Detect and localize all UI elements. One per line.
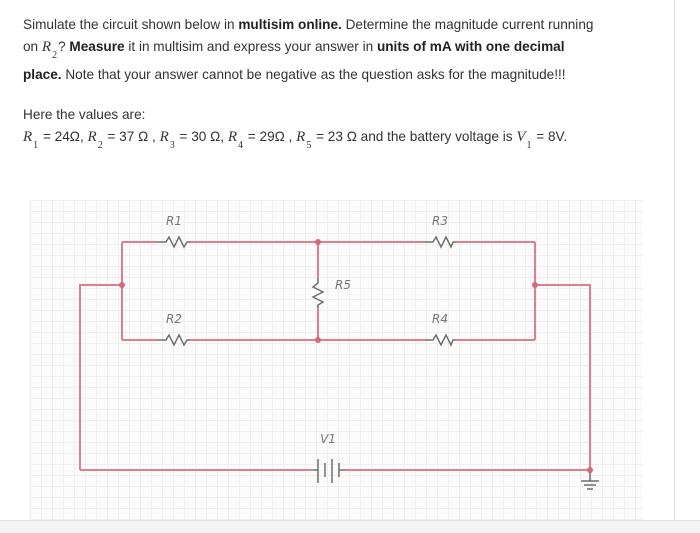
grid-background <box>30 200 642 520</box>
value-text: = 29Ω , <box>244 129 297 144</box>
math-subscript: 1 <box>33 140 39 151</box>
right-divider <box>674 0 675 520</box>
value-r2: R2 = 37 Ω , <box>87 129 160 151</box>
node-ground <box>587 467 593 473</box>
question-text-segment: on <box>23 39 42 54</box>
math-subscript: 5 <box>306 140 312 151</box>
question-text-segment: it in multisim and express your answer i… <box>124 39 377 54</box>
ground-icon <box>581 472 599 490</box>
value-text: = 37 Ω , <box>103 129 160 144</box>
node-left <box>119 282 125 288</box>
question-line-2: on R2? Measure it in multisim and expres… <box>23 36 663 61</box>
bold-multisim-online: multisim online. <box>238 17 342 32</box>
label-v1: V1 <box>320 432 336 446</box>
value-text: = 30 Ω, <box>175 129 228 144</box>
circuit-schematic: R1 R2 R3 R4 R5 V1 <box>79 214 599 490</box>
label-r5: R5 <box>335 278 351 292</box>
math-variable: R <box>159 129 169 145</box>
resistor-r1-icon <box>158 235 190 249</box>
math-subscript: 1 <box>526 140 532 151</box>
value-r3: R3 = 30 Ω, <box>159 129 228 151</box>
value-text: = 23 Ω and the battery voltage is <box>312 129 517 144</box>
question-text-segment: Determine the magnitude current running <box>341 17 594 32</box>
question-text-segment: Simulate the circuit shown below in <box>23 17 239 32</box>
wire-right-outer <box>535 284 591 470</box>
question-text-segment: Note that your answer cannot be negative… <box>61 67 566 82</box>
value-text: = 24Ω, <box>39 129 88 144</box>
math-variable: R <box>296 129 306 145</box>
wire-left-outer <box>79 284 122 470</box>
question-line-1: Simulate the circuit shown below in mult… <box>23 14 663 36</box>
bold-measure: Measure <box>69 39 125 54</box>
value-r1: R1 = 24Ω, <box>23 129 88 151</box>
question-line-3: place. Note that your answer cannot be n… <box>23 64 663 86</box>
math-subscript: 3 <box>169 140 175 151</box>
value-r5: R5 = 23 Ω and the battery voltage is <box>296 129 517 151</box>
footer-bar <box>0 520 700 533</box>
math-variable-r: R <box>41 39 52 55</box>
junction-nodes <box>119 239 593 473</box>
resistor-r3-icon <box>425 235 456 249</box>
label-r4: R4 <box>432 312 448 326</box>
math-variable: R <box>23 129 33 145</box>
math-subscript: 2 <box>97 140 103 151</box>
label-r2: R2 <box>166 312 182 326</box>
label-r1: R1 <box>166 214 182 228</box>
resistor-r4-icon <box>425 333 456 347</box>
battery-v1-icon <box>313 459 345 483</box>
question-page: Simulate the circuit shown below in mult… <box>23 14 663 522</box>
node-top-r5 <box>315 239 321 245</box>
values-heading: Here the values are: <box>23 107 146 122</box>
node-bottom-r5 <box>315 337 321 343</box>
resistors <box>158 235 456 347</box>
node-right <box>532 282 538 288</box>
math-variable: R <box>227 129 238 145</box>
resistor-r5-icon <box>311 278 325 308</box>
values-list: R1 = 24Ω, R2 = 37 Ω , R3 = 30 Ω, R4 = 29… <box>23 129 568 151</box>
math-variable: V <box>516 129 526 145</box>
value-r4: R4 = 29Ω , <box>227 129 297 151</box>
math-subscript: 4 <box>238 140 244 151</box>
math-subscript: 2 <box>52 50 58 61</box>
bold-place: place. <box>23 67 62 82</box>
value-v1: V1 = 8V. <box>516 129 568 151</box>
wires <box>79 241 591 471</box>
question-text: Simulate the circuit shown below in mult… <box>23 14 663 86</box>
bold-units: units of mA with one decimal <box>376 39 565 54</box>
label-r3: R3 <box>432 214 448 228</box>
question-text-segment: ? <box>58 39 70 54</box>
circuit-diagram: R1 R2 R3 R4 R5 V1 <box>30 200 642 522</box>
resistor-r2-icon <box>158 333 190 347</box>
value-text: = 8V. <box>532 129 568 144</box>
math-variable: R <box>87 129 97 145</box>
